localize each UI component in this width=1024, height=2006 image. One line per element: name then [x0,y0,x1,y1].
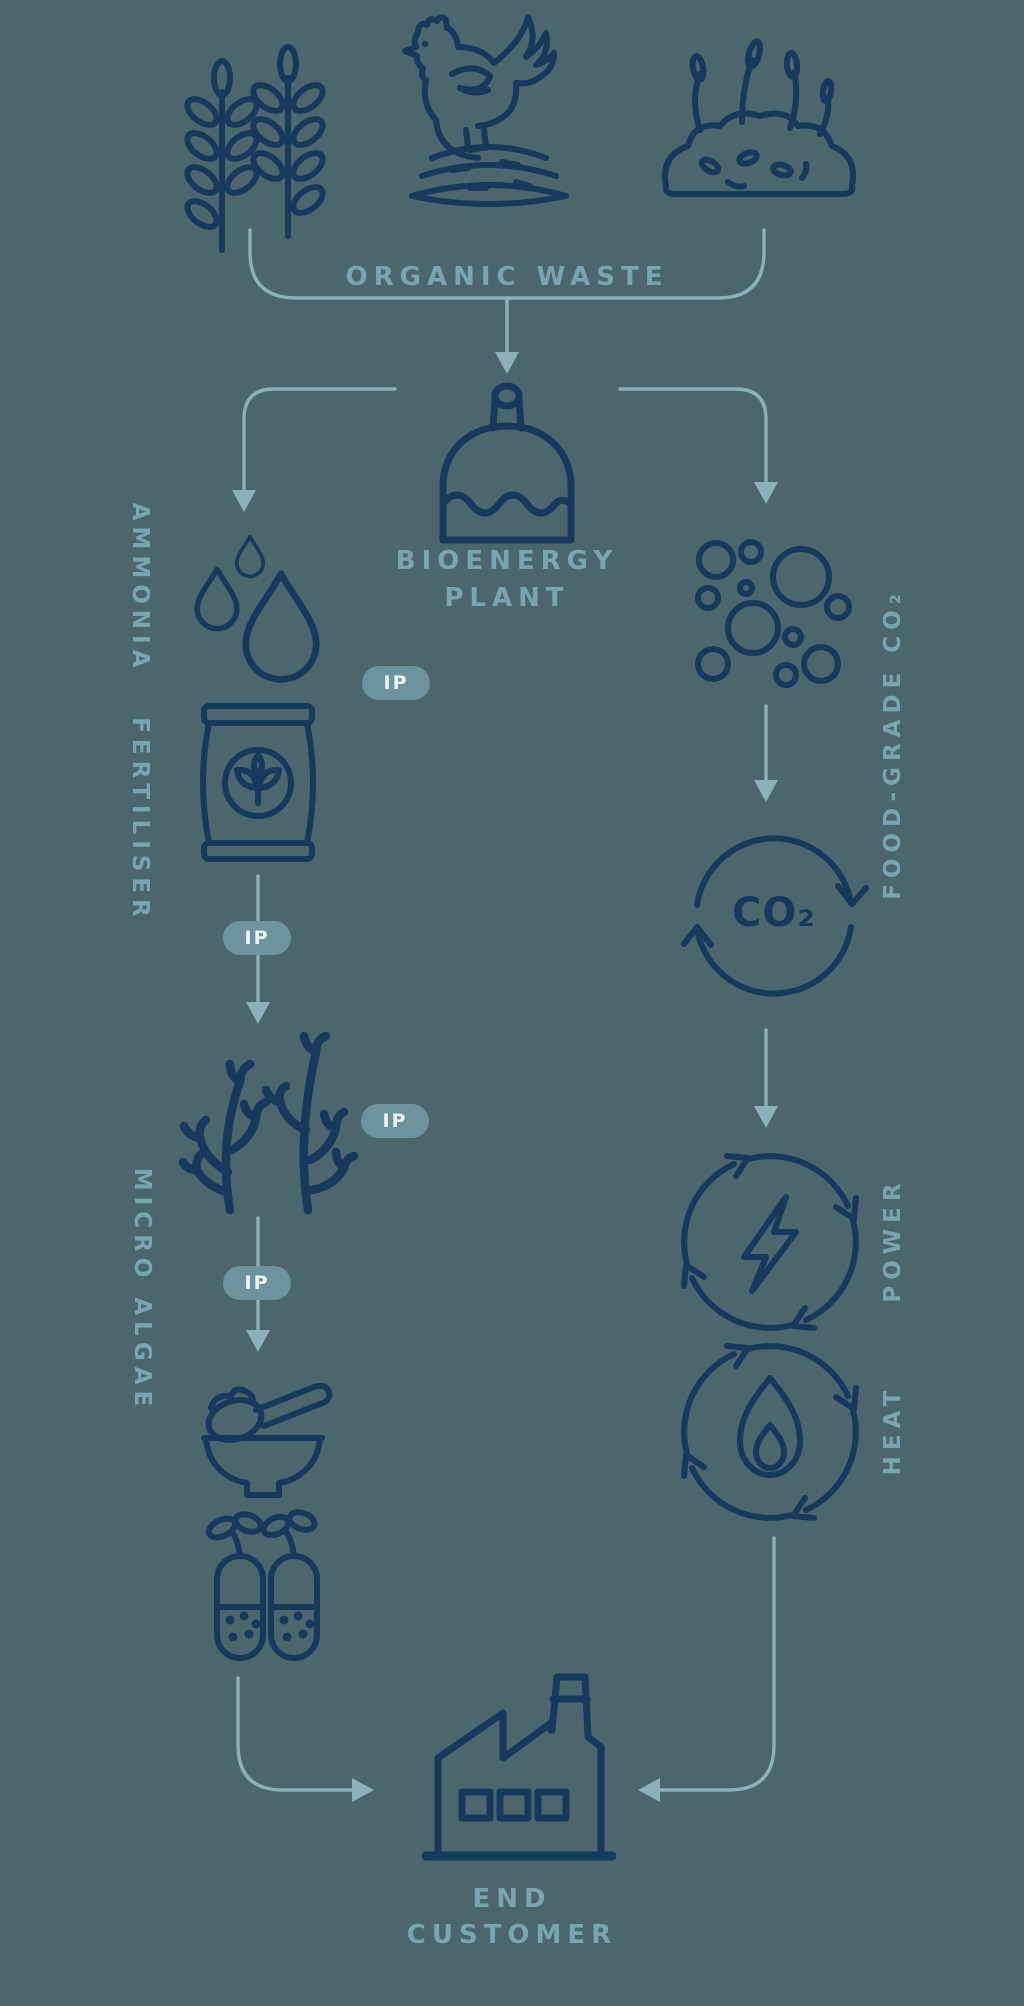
digester-tank-icon [439,382,575,544]
compost-icon [662,38,856,197]
arrow-capsules-to-customer [236,1676,374,1802]
micro-algae-label: MICRO ALGAE [129,1167,155,1413]
capsules-icon [205,1509,320,1661]
fertiliser-bag-icon [200,703,316,862]
ammonia-label: AMMONIA [127,502,153,674]
food-grade-co2-label: FOOD-GRADE CO₂ [880,588,906,900]
droplets-icon [194,534,320,683]
algae-icon [178,1031,359,1215]
arrow-heat-to-customer [638,1536,776,1802]
bowl-and-spoon-icon [201,1382,333,1498]
arrow-plant-to-ammonia [232,387,397,512]
bioenergy-plant-label-line2: PLANT [444,583,570,613]
organic-waste-bracket [248,228,766,300]
organic-waste-label: ORGANIC WASTE [345,262,669,292]
lightning-bolt-icon [741,1194,799,1294]
heat-cycle-icon [681,1343,859,1521]
arrow-bubbles-to-co2cycle [754,704,778,802]
ip-badge-algae: IP [361,1104,429,1138]
ip-badge-food: IP [223,1266,291,1300]
power-label: POWER [880,1177,906,1303]
co2-cycle-icon [681,835,869,997]
ip-badge-ammonia: IP [362,666,430,700]
chicken-on-hay-icon [402,14,569,207]
heat-label: HEAT [880,1384,906,1476]
arrow-waste-to-plant [495,298,519,374]
co2-symbol: CO₂ [732,890,816,936]
ip-badge-fertiliser: IP [223,921,291,955]
fertiliser-label: FERTILISER [127,717,153,923]
gas-bubbles-icon [695,539,852,688]
end-customer-label-line1: END [472,1884,552,1914]
flame-icon [737,1375,803,1478]
wheat-icon [184,44,326,253]
end-customer-label-line2: CUSTOMER [406,1920,618,1950]
arrow-co2cycle-to-power [754,1028,778,1128]
arrow-plant-to-co2 [618,387,778,504]
power-cycle-icon [681,1153,859,1331]
factory-icon [421,1673,617,1861]
bioenergy-plant-label-line1: BIOENERGY [395,546,619,576]
